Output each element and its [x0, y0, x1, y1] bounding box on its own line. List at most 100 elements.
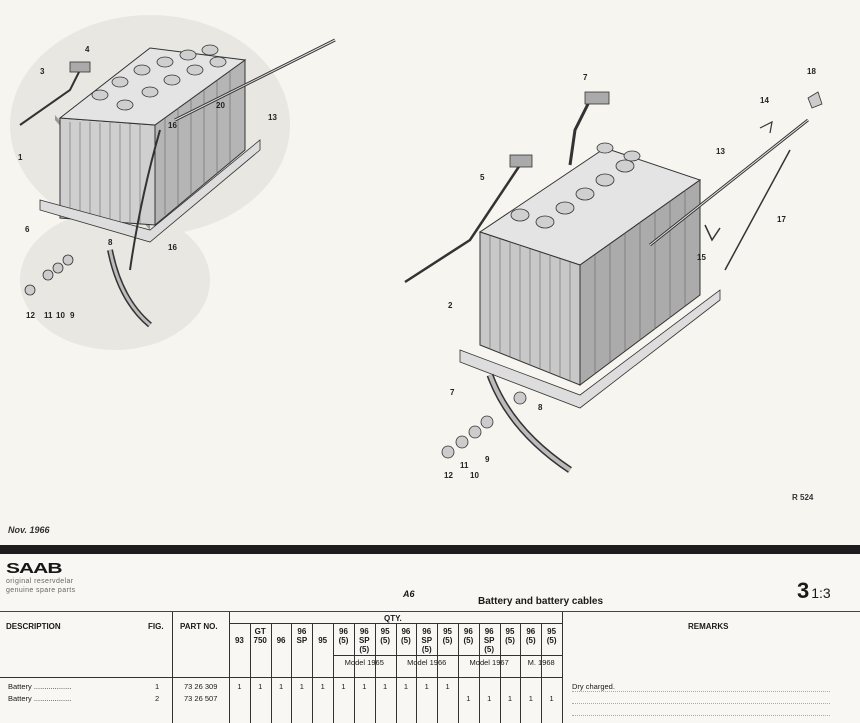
qty-column-header: 95: [318, 636, 328, 645]
callout-left-8: 8: [108, 238, 113, 247]
qty-column-header: 96: [526, 627, 536, 636]
qty-col-divider: [457, 623, 459, 723]
qty-col-divider: [520, 623, 522, 723]
battery-right: [404, 91, 823, 473]
qty-col-divider: [270, 623, 272, 723]
callout-left-1: 1: [18, 153, 23, 162]
header-bottom-line: [0, 677, 562, 678]
header-qty: QTY.: [384, 614, 402, 623]
callout-left-4: 4: [85, 45, 90, 54]
part-fig-number: 2: [155, 694, 160, 703]
qty-column-header: SP: [296, 636, 308, 645]
qty-col-divider: [353, 623, 355, 723]
qty-column-header: 95: [443, 627, 452, 636]
header-fig: FIG.: [148, 622, 164, 631]
header-remarks: REMARKS: [688, 622, 729, 631]
qty-column-header: (5): [359, 645, 370, 654]
callout-right-12: 12: [444, 471, 453, 480]
qty-value: 1: [487, 694, 492, 703]
qty-value: 1: [466, 694, 471, 703]
callout-left-16a: 16: [168, 121, 177, 130]
qty-column-header: 95: [380, 627, 390, 636]
qty-column-header: (5): [484, 645, 495, 654]
qty-column-header: (5): [442, 636, 453, 645]
qty-column-header: (5): [380, 636, 390, 645]
callout-left-20: 20: [216, 101, 225, 110]
callout-right-9: 9: [485, 455, 490, 464]
qty-column-header: (5): [338, 636, 349, 645]
qty-value: 1: [299, 682, 304, 691]
saab-logo: SAAB: [6, 560, 63, 577]
qty-value: 1: [278, 682, 284, 691]
qty-col-divider: [437, 623, 439, 723]
vignette-bottom-left: [20, 210, 210, 350]
callout-left-16b: 16: [168, 243, 177, 252]
qty-column-header: 96: [484, 627, 494, 636]
qty-col-divider: [416, 623, 418, 723]
callout-right-15: 15: [697, 253, 706, 262]
qty-column-header: 750: [253, 636, 267, 645]
callout-right-10: 10: [470, 471, 479, 480]
model-year-group: Model 1967: [469, 658, 509, 667]
battery-exploded-view: 1 3 4 6 8 9 10 11 12 13 16 16 20 2 5 7 7…: [10, 15, 823, 480]
model-year-group: Model 1966: [407, 658, 447, 667]
remark-dotted-line: [572, 715, 830, 716]
callout-left-3: 3: [40, 67, 45, 76]
qty-column-header: 95: [547, 627, 557, 636]
col-line-qty-end: [562, 612, 563, 723]
qty-column-header: (5): [505, 636, 515, 645]
callout-right-18: 18: [807, 67, 816, 76]
qty-value: 1: [424, 682, 429, 691]
callout-right-11: 11: [460, 461, 469, 470]
qty-column-header: 96: [422, 627, 432, 636]
col-line-partno: [229, 612, 230, 723]
part-number: 73 26 507: [184, 694, 218, 703]
qty-col-divider: [312, 623, 314, 723]
qty-value: 1: [528, 694, 533, 703]
qty-col-divider: [541, 623, 543, 723]
qty-col-divider: [249, 623, 251, 723]
brand-subtitle-english: genuine spare parts: [6, 587, 76, 594]
qty-value: 1: [341, 682, 346, 691]
qty-column-header: SP: [421, 636, 433, 645]
qty-col-divider: [499, 623, 501, 723]
callout-left-6: 6: [25, 225, 30, 234]
title-rule: [0, 611, 860, 612]
qty-value: 1: [383, 682, 388, 691]
battery-left: [19, 38, 336, 328]
model-year-group: Model 1965: [344, 658, 384, 667]
header-part-no: PART NO.: [180, 622, 218, 631]
qty-column-header: SP: [358, 636, 370, 645]
model-group-line: [333, 655, 562, 656]
part-description: Battery ..................: [8, 694, 72, 703]
qty-value: 1: [362, 682, 367, 691]
section-title: Battery and battery cables: [478, 596, 604, 607]
parts-list-sheet: SAAB original reservdelar genuine spare …: [0, 554, 860, 723]
callout-right-2: 2: [448, 301, 453, 310]
qty-col-divider: [333, 623, 335, 723]
callout-right-13: 13: [716, 147, 725, 156]
qty-value: 1: [237, 682, 242, 691]
exploded-parts-illustration: 1 3 4 6 8 9 10 11 12 13 16 16 20 2 5 7 7…: [10, 15, 823, 480]
callout-left-13: 13: [268, 113, 277, 122]
qty-value: 1: [445, 682, 450, 691]
qty-column-header: SP: [483, 636, 495, 645]
qty-column-header: 96: [359, 627, 369, 636]
qty-col-divider: [478, 623, 480, 723]
qty-column-header: 96: [297, 627, 307, 636]
col-line-fig: [172, 612, 173, 723]
qty-column-header: 96: [339, 627, 348, 636]
qty-column-header: GT: [254, 627, 266, 636]
callout-right-14: 14: [760, 96, 769, 105]
callout-right-7a: 7: [583, 73, 588, 82]
qty-value: 1: [258, 682, 263, 691]
callout-right-17: 17: [777, 215, 786, 224]
qty-column-header: 95: [505, 627, 515, 636]
qty-column-header: (5): [401, 636, 411, 645]
brand-subtitle-swedish: original reservdelar: [6, 578, 74, 585]
qty-column-header: (5): [546, 636, 557, 645]
qty-col-divider: [395, 623, 397, 723]
qty-value: 1: [507, 694, 513, 703]
callout-left-12: 12: [26, 311, 35, 320]
